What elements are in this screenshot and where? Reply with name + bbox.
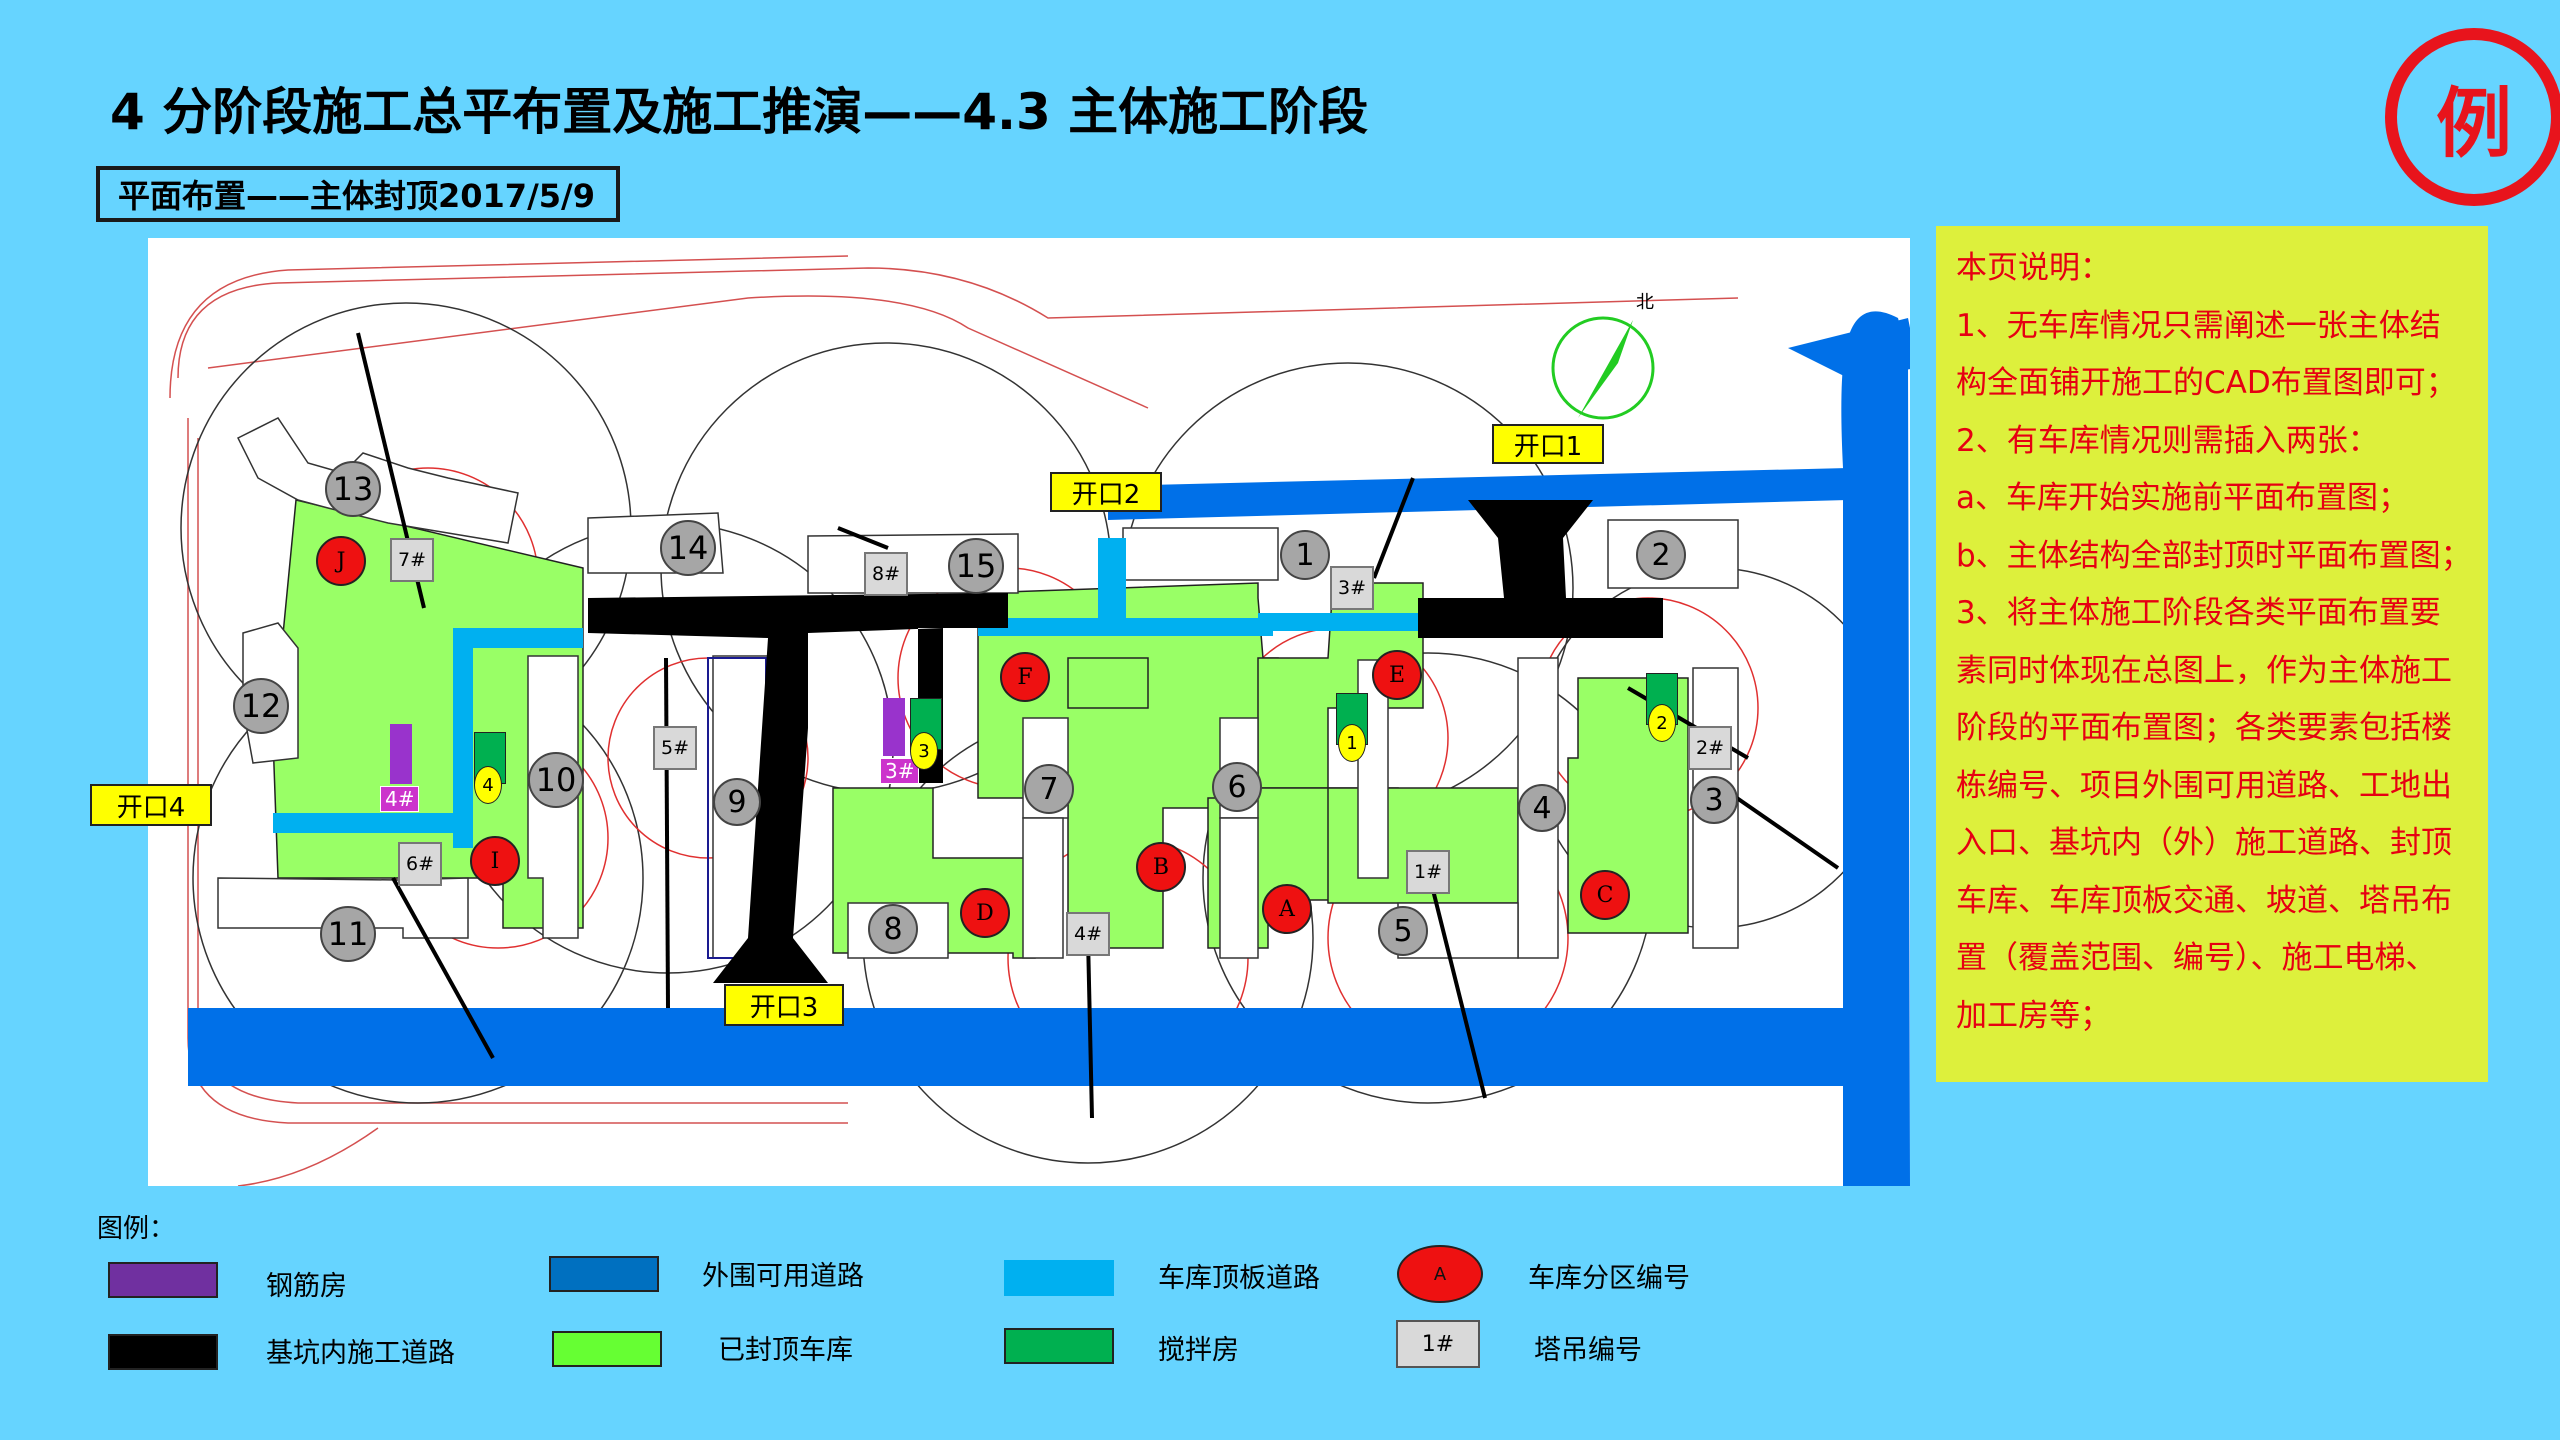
notes-line: 阶段的平面布置图；各类要素包括楼: [1956, 710, 2452, 746]
opening-label-2: 开口2: [1050, 472, 1162, 512]
rebar-label-4: 4#: [380, 786, 420, 812]
notes-line: 置（覆盖范围、编号）、施工电梯、: [1956, 940, 2437, 976]
building-number-7: 7: [1024, 764, 1074, 814]
mixer-number-1: 1: [1338, 724, 1366, 762]
building-number-13: 13: [325, 461, 381, 517]
legend-swatch-outer-road: [549, 1256, 659, 1292]
legend-swatch-zone-number: A: [1397, 1245, 1483, 1303]
legend-swatch-deck-road: [1004, 1260, 1114, 1296]
site-plan: 北 4# 3# 4 3 1 2 7# 6# 5# 8# 4# 3# 1# 2# …: [148, 238, 1910, 1186]
building-number-8: 8: [868, 904, 918, 954]
building-number-6: 6: [1212, 762, 1262, 812]
plan-subtitle: 平面布置——主体封顶2017/5/9: [96, 166, 620, 222]
building-number-2: 2: [1636, 530, 1686, 580]
notes-line: 2、有车库情况则需插入两张：: [1956, 422, 2379, 459]
legend-label-rebar: 钢筋房: [266, 1271, 347, 1302]
opening-label-4: 开口4: [90, 784, 212, 826]
building-number-5: 5: [1378, 906, 1428, 956]
notes-line: b、主体结构全部封顶时平面布置图；: [1956, 537, 2472, 574]
crane-tag-7: 7#: [390, 538, 434, 582]
opening-label-3: 开口3: [724, 984, 844, 1026]
notes-line: 入口、基坑内（外）施工道路、封顶: [1956, 825, 2452, 861]
rebar-shed-3: [883, 698, 905, 756]
building-number-11: 11: [320, 906, 376, 962]
zone-label-C: C: [1580, 870, 1630, 920]
zone-label-A: A: [1262, 884, 1312, 934]
notes-line: 加工房等；: [1956, 997, 2111, 1034]
zone-label-E: E: [1372, 650, 1422, 700]
mixer-number-2: 2: [1648, 704, 1676, 742]
compass-label: 北: [1636, 292, 1654, 313]
legend-label-crane-number: 塔吊编号: [1534, 1335, 1642, 1366]
notes-line: 1、无车库情况只需阐述一张主体结: [1956, 307, 2441, 344]
legend-title: 图例：: [97, 1214, 176, 1244]
example-badge: 例: [2385, 28, 2560, 206]
notes-heading: 本页说明：: [1956, 250, 2111, 286]
legend-swatch-pit-road: [108, 1334, 218, 1370]
legend-swatch-crane-number: 1#: [1396, 1320, 1480, 1368]
notes-line: a、车库开始实施前平面布置图；: [1956, 480, 2409, 516]
legend-label-outer-road: 外围可用道路: [702, 1261, 864, 1292]
crane-tag-6: 6#: [398, 842, 442, 886]
notes-line: 车库、车库顶板交通、坡道、塔吊布: [1956, 882, 2452, 919]
building-number-12: 12: [233, 678, 289, 734]
notes-line: 栋编号、项目外围可用道路、工地出: [1956, 767, 2452, 804]
rebar-label-3: 3#: [880, 758, 920, 784]
crane-tag-5: 5#: [653, 726, 697, 770]
page-notes-panel: 本页说明： 1、无车库情况只需阐述一张主体结 构全面铺开施工的CAD布置图即可；…: [1936, 226, 2488, 1082]
legend-label-zone-number: 车库分区编号: [1528, 1263, 1690, 1294]
legend-swatch-rebar: [108, 1262, 218, 1298]
zone-label-J: J: [316, 536, 366, 586]
legend-label-capped-garage: 已封顶车库: [718, 1335, 853, 1366]
crane-tag-8: 8#: [864, 552, 908, 596]
building-number-14: 14: [660, 520, 716, 576]
zone-label-I: I: [470, 836, 520, 886]
crane-tag-1: 1#: [1406, 850, 1450, 894]
legend-swatch-capped-garage: [552, 1331, 662, 1367]
building-number-10: 10: [528, 752, 584, 808]
building-number-9: 9: [713, 778, 761, 826]
rebar-shed-4: [390, 724, 412, 784]
mixer-number-4: 4: [474, 766, 502, 804]
notes-line: 构全面铺开施工的CAD布置图即可；: [1956, 365, 2457, 401]
notes-line: 素同时体现在总图上，作为主体施工: [1956, 652, 2452, 689]
legend-label-mixer: 搅拌房: [1158, 1335, 1239, 1366]
legend-label-pit-road: 基坑内施工道路: [266, 1338, 455, 1369]
building-number-1: 1: [1280, 530, 1330, 580]
crane-tag-2: 2#: [1688, 726, 1732, 770]
notes-line: 3、将主体施工阶段各类平面布置要: [1956, 595, 2441, 631]
page-title: 4 分阶段施工总平布置及施工推演——4.3 主体施工阶段: [110, 83, 1369, 141]
zone-label-F: F: [1000, 652, 1050, 702]
building-number-3: 3: [1690, 776, 1738, 824]
site-roads: [588, 500, 1663, 983]
opening-label-1: 开口1: [1492, 424, 1604, 464]
zone-label-B: B: [1136, 842, 1186, 892]
crane-tag-4: 4#: [1066, 912, 1110, 956]
north-compass-icon: [1551, 316, 1655, 420]
zone-label-D: D: [960, 888, 1010, 938]
crane-jibs: [356, 332, 1840, 1119]
building-number-15: 15: [948, 538, 1004, 594]
legend-swatch-mixer: [1004, 1328, 1114, 1364]
building-number-4: 4: [1518, 784, 1566, 832]
crane-tag-3: 3#: [1330, 566, 1374, 610]
mixer-number-3: 3: [910, 732, 938, 770]
legend-label-deck-road: 车库顶板道路: [1158, 1263, 1320, 1294]
